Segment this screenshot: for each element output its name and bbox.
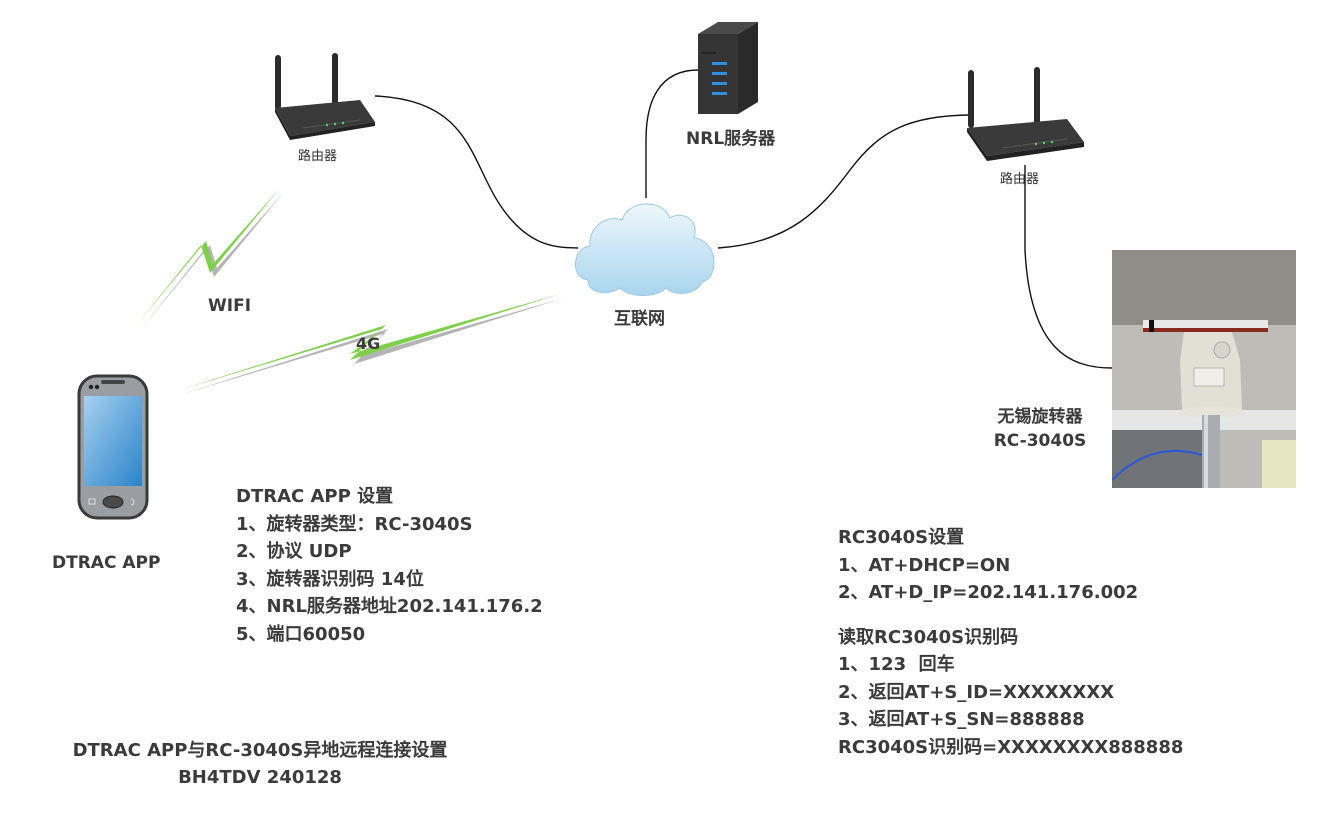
server-label: NRL服务器 xyxy=(686,129,776,149)
smartphone-icon xyxy=(77,374,149,520)
cable-router-right-to-rotator xyxy=(1024,165,1113,369)
cable-router-left-to-internet xyxy=(374,95,579,249)
wifi-lightning-icon xyxy=(134,188,284,332)
app-settings-line: 1、旋转器类型：RC-3040S xyxy=(236,513,473,535)
4g-label: 4G xyxy=(356,334,381,353)
router-left xyxy=(265,50,380,140)
cable-server-to-internet xyxy=(645,69,699,198)
router-right xyxy=(962,64,1087,162)
cable-internet-to-router-right xyxy=(717,114,969,249)
rc-settings-line: 1、AT+DHCP=ON xyxy=(838,554,1011,576)
app-settings-title: DTRAC APP 设置 xyxy=(236,486,394,507)
read-id-result: RC3040S识别码=XXXXXXXX888888 xyxy=(838,736,1184,758)
rotator-label: 无锡旋转器 RC-3040S xyxy=(970,405,1110,453)
app-settings-line: 5、端口60050 xyxy=(236,623,366,645)
read-id-title: 读取RC3040S识别码 xyxy=(838,626,1019,648)
rotator-photo xyxy=(1112,250,1296,488)
router-icon xyxy=(275,53,375,140)
footer: DTRAC APP与RC-3040S异地远程连接设置 BH4TDV 240128 xyxy=(40,737,480,791)
rc-settings-line: 2、AT+D_IP=202.141.176.002 xyxy=(838,582,1139,603)
wifi-label: WIFI xyxy=(208,296,252,316)
server-icon xyxy=(698,22,758,114)
rotator-label-name: 无锡旋转器 xyxy=(997,407,1083,427)
app-settings-line: 4、NRL服务器地址202.141.176.2 xyxy=(236,596,543,617)
smartphone xyxy=(77,374,149,520)
app-settings-line: 3、旋转器识别码 14位 xyxy=(236,568,424,590)
rc-settings-title: RC3040S设置 xyxy=(838,527,965,548)
read-id-line: 2、返回AT+S_ID=XXXXXXXX xyxy=(838,681,1115,703)
app-settings-line: 2、协议 UDP xyxy=(236,541,352,562)
app-settings: DTRAC APP 设置 1、旋转器类型：RC-3040S 2、协议 UDP 3… xyxy=(236,483,543,648)
diagram-title: DTRAC APP与RC-3040S异地远程连接设置 xyxy=(72,740,448,761)
phone-label: DTRAC APP xyxy=(52,553,161,573)
rotator-label-model: RC-3040S xyxy=(993,431,1087,451)
diagram-author: BH4TDV 240128 xyxy=(178,767,342,788)
read-id-line: 3、返回AT+S_SN=888888 xyxy=(838,709,1085,730)
rc-settings: RC3040S设置 1、AT+DHCP=ON 2、AT+D_IP=202.141… xyxy=(838,524,1183,761)
router-left-label: 路由器 xyxy=(298,149,338,164)
server xyxy=(698,22,758,114)
router-icon xyxy=(967,67,1084,161)
cloud-icon xyxy=(575,203,715,296)
rotator-photo-image xyxy=(1112,250,1296,488)
internet-label: 互联网 xyxy=(614,309,665,329)
internet-cloud xyxy=(570,198,720,298)
router-right-label: 路由器 xyxy=(1000,172,1040,187)
read-id-line: 1、123 回车 xyxy=(838,654,955,675)
